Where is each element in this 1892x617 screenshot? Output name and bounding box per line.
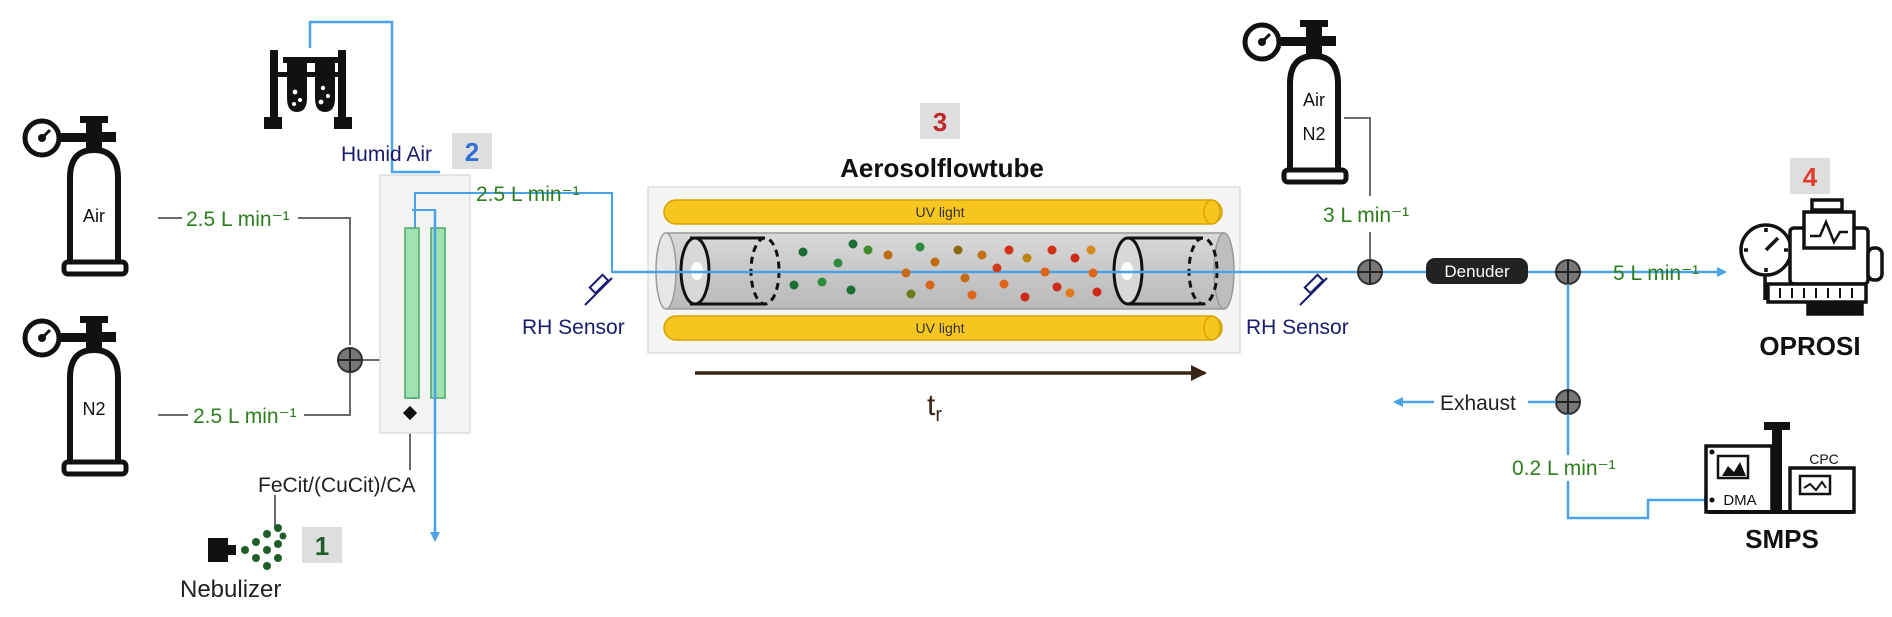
nebulizer-label: Nebulizer bbox=[180, 576, 281, 603]
oprosi-instrument-icon bbox=[1739, 198, 1884, 316]
residence-time-label: tr bbox=[927, 389, 942, 426]
dilution-flow-rate: 3 L min⁻¹ bbox=[1323, 204, 1409, 227]
smps-label: SMPS bbox=[1745, 524, 1819, 554]
test-tube-rack-icon bbox=[264, 50, 352, 129]
rh-sensor-inlet-icon bbox=[584, 273, 613, 306]
air-cylinder-label: Air bbox=[83, 206, 105, 226]
split-junction-1 bbox=[1555, 259, 1581, 285]
mixing-junction bbox=[337, 347, 363, 373]
dilution-line bbox=[1344, 117, 1371, 196]
dma-label: DMA bbox=[1723, 492, 1756, 509]
humidifier-flow-rate: 2.5 L min⁻¹ bbox=[476, 183, 580, 206]
uv-lamp-top-label: UV light bbox=[915, 204, 964, 220]
dilution-cylinder-air-label: Air bbox=[1303, 90, 1325, 110]
nebulizer-icon bbox=[208, 524, 287, 570]
rh-sensor-outlet-label: RH Sensor bbox=[1246, 316, 1349, 339]
uv-lamp-bottom: UV light bbox=[663, 315, 1223, 341]
uv-lamp-top: UV light bbox=[663, 199, 1223, 225]
svg-text:1: 1 bbox=[315, 531, 329, 561]
air-cylinder: Air bbox=[22, 116, 129, 277]
dilution-cylinder-n2-label: N2 bbox=[1302, 124, 1325, 144]
flowtube-cylinder bbox=[612, 232, 1238, 310]
split-junction-2 bbox=[1555, 389, 1581, 415]
humid-air-label: Humid Air bbox=[341, 143, 432, 166]
denuder-label: Denuder bbox=[1444, 262, 1510, 281]
humid-air-line bbox=[308, 20, 440, 174]
rh-sensor-inlet-label: RH Sensor bbox=[522, 316, 625, 339]
exhaust-label: Exhaust bbox=[1440, 392, 1516, 415]
step-4-badge: 4 bbox=[1790, 158, 1830, 194]
dilution-gas-cylinder: Air N2 bbox=[1242, 20, 1349, 185]
n2-cylinder-label: N2 bbox=[82, 399, 105, 419]
svg-text:2: 2 bbox=[465, 137, 479, 167]
n2-flow-rate: 2.5 L min⁻¹ bbox=[193, 405, 297, 428]
step-1-badge: 1 bbox=[302, 527, 342, 563]
step-2-badge: 2 bbox=[452, 133, 492, 169]
solution-label: FeCit/(CuCit)/CA bbox=[258, 474, 416, 497]
flowtube-title: Aerosolflowtube bbox=[840, 153, 1044, 183]
air-flow-rate: 2.5 L min⁻¹ bbox=[186, 208, 290, 231]
svg-text:4: 4 bbox=[1803, 162, 1818, 192]
cpc-label: CPC bbox=[1809, 451, 1839, 467]
denuder: Denuder bbox=[1426, 258, 1528, 284]
smps-instrument-icon: DMA CPC bbox=[1704, 422, 1856, 514]
dilution-junction bbox=[1357, 259, 1383, 285]
rh-sensor-outlet-icon bbox=[1299, 273, 1328, 306]
oprosi-label: OPROSI bbox=[1759, 331, 1860, 361]
aerosol-particles bbox=[789, 239, 1102, 302]
smps-flow-rate: 0.2 L min⁻¹ bbox=[1512, 457, 1616, 480]
svg-text:3: 3 bbox=[933, 107, 947, 137]
smps-inlet-line bbox=[1566, 414, 1714, 520]
step-3-badge: 3 bbox=[920, 103, 960, 139]
oprosi-flow-rate: 5 L min⁻¹ bbox=[1613, 262, 1699, 285]
n2-cylinder: N2 bbox=[22, 316, 129, 477]
humidifier bbox=[379, 174, 471, 542]
uv-lamp-bottom-label: UV light bbox=[915, 320, 964, 336]
